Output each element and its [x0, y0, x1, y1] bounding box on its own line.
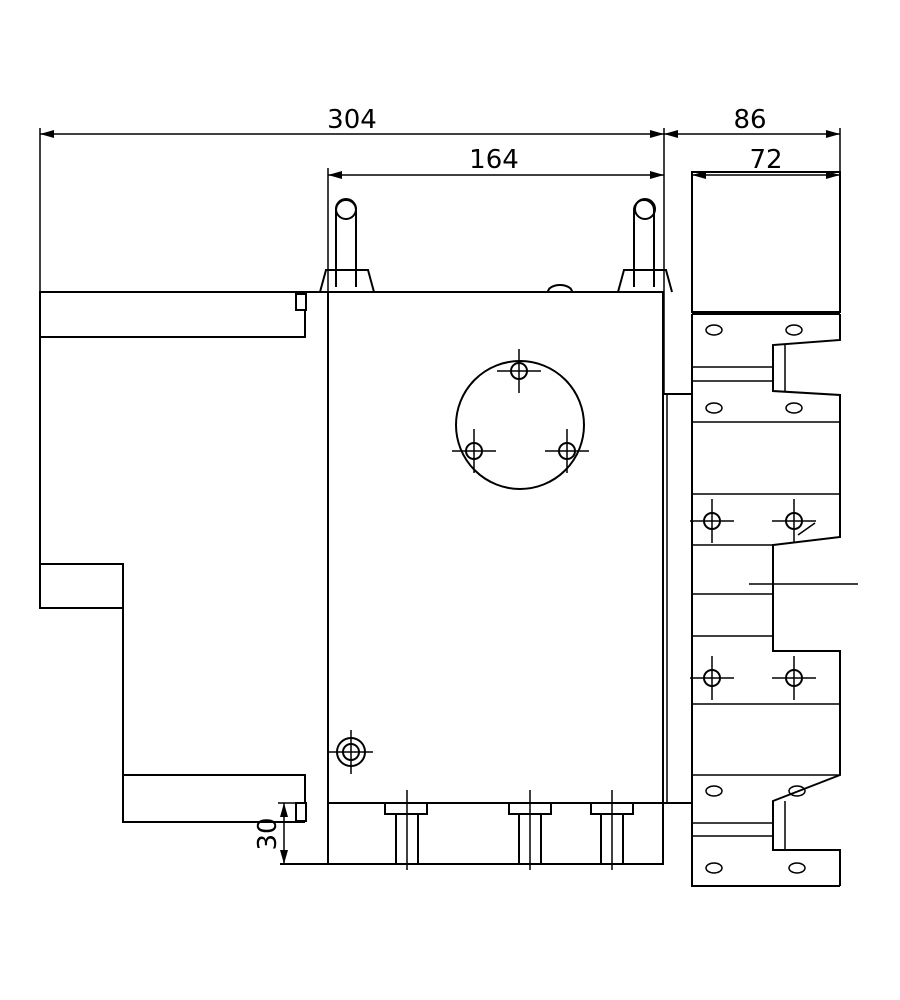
dimension-side-width: 86: [664, 105, 841, 172]
terminal-bolt: [772, 656, 816, 700]
flange-bolt: [545, 429, 589, 473]
flange-bolt: [452, 429, 496, 473]
flange-bolt: [497, 349, 541, 393]
terminal-bolt: [772, 499, 816, 543]
top-boss: [547, 284, 573, 293]
dimension-base-height: 30: [253, 802, 296, 864]
terminal-bolt: [690, 499, 734, 543]
base-stud: [384, 790, 428, 870]
left-bracket: [39, 291, 328, 823]
base: [280, 802, 664, 865]
right-handle: [617, 198, 673, 293]
terminal-bolt: [690, 656, 734, 700]
ground-terminal: [329, 730, 373, 774]
dimension-label-164: 164: [469, 145, 519, 175]
dimension-label-86: 86: [733, 105, 766, 135]
main-body: [327, 291, 692, 804]
base-stud: [590, 790, 634, 870]
dimension-body-width: 164: [327, 145, 664, 292]
left-handle: [319, 198, 375, 293]
mounting-slot: [705, 324, 806, 874]
dimension-label-304: 304: [327, 105, 377, 135]
base-stud: [508, 790, 552, 870]
dimension-label-72: 72: [749, 145, 782, 175]
right-unit: [691, 171, 858, 887]
flange: [455, 360, 585, 490]
dimension-overall-width: 304: [39, 105, 665, 394]
dimension-side-inner-width: 72: [692, 145, 840, 179]
dimension-label-30: 30: [253, 817, 283, 850]
